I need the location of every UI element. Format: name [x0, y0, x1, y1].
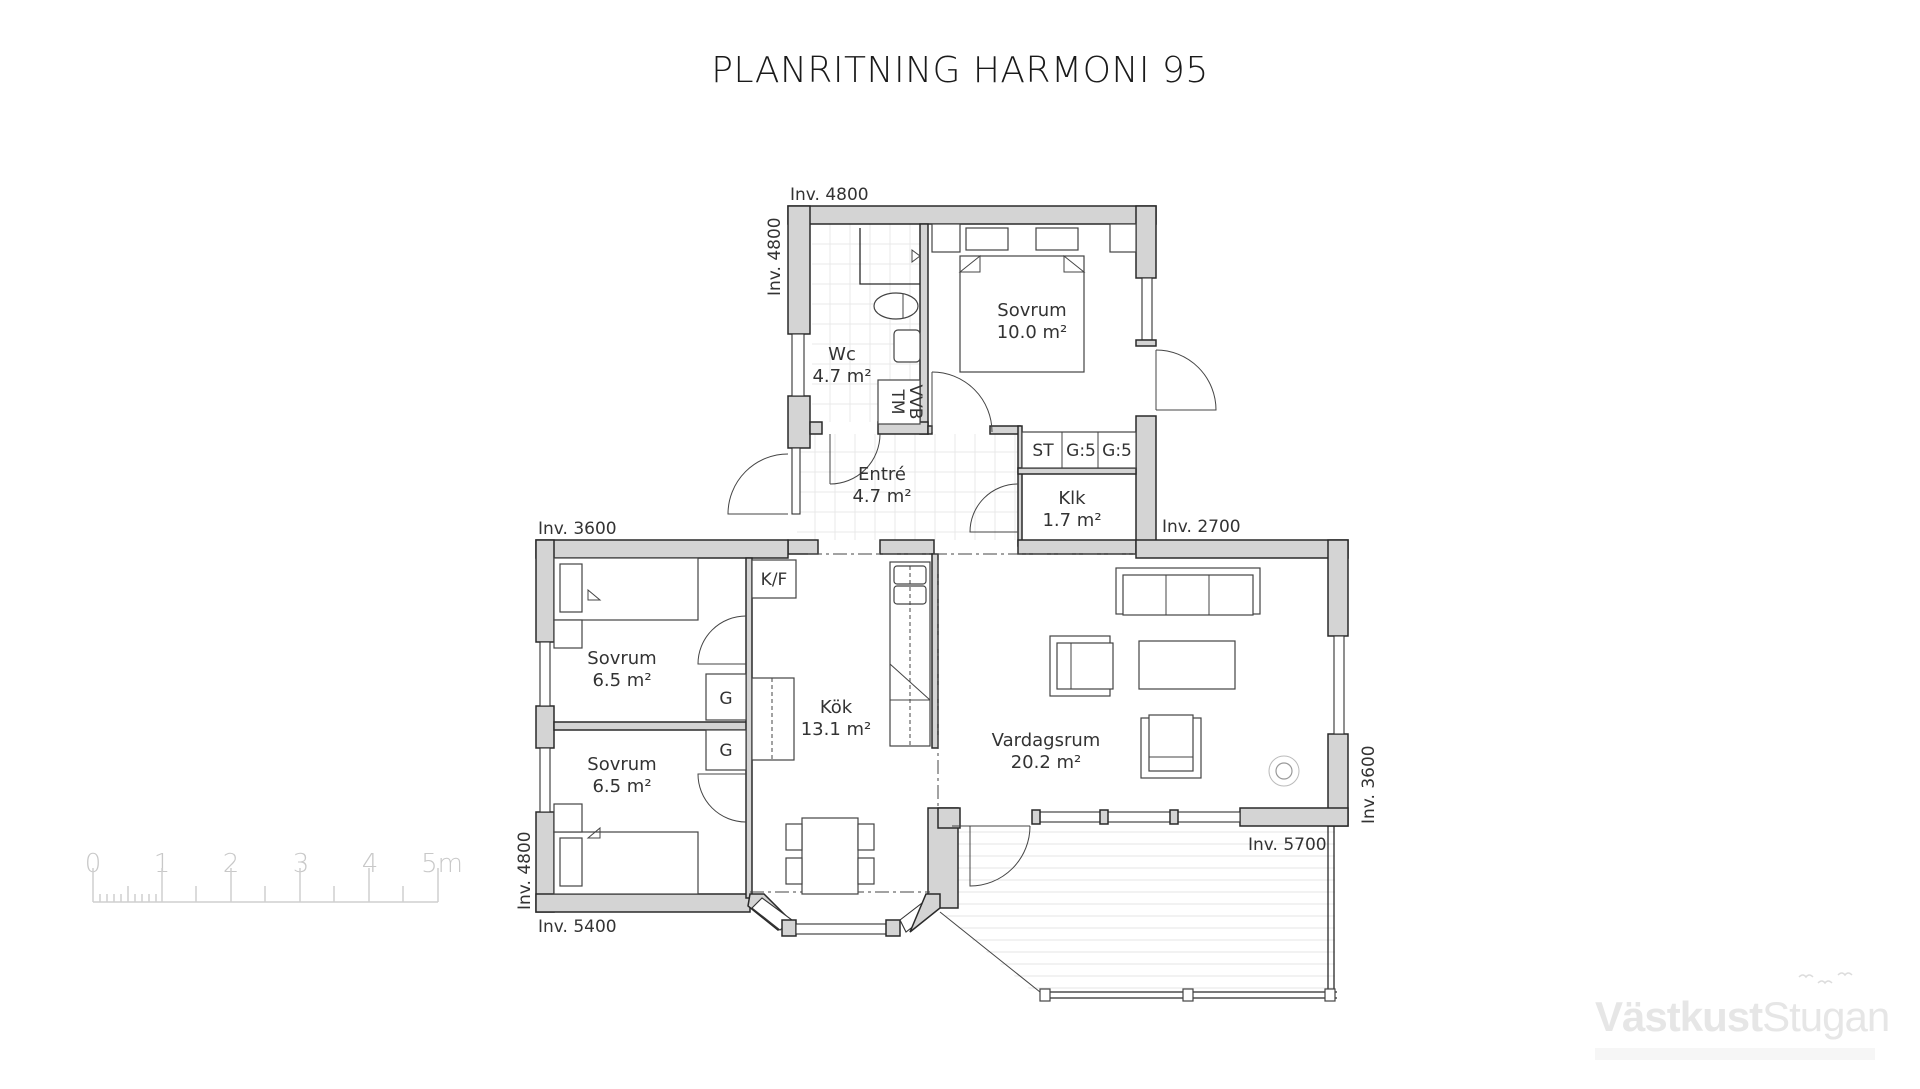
- svg-text:3: 3: [293, 849, 310, 879]
- doors: [697, 349, 1217, 887]
- label-vvb: VVB: [905, 385, 925, 420]
- room-vardagsrum-name: Vardagsrum: [992, 730, 1101, 751]
- wc-fixtures: [859, 228, 921, 425]
- scale-bar: 0 1 2 3 4 5m: [85, 849, 463, 903]
- windows: [539, 277, 1345, 825]
- svg-text:5m: 5m: [421, 849, 463, 879]
- bedroom-large-furniture: [931, 223, 1137, 373]
- svg-text:4: 4: [362, 849, 379, 879]
- room-sovrum-main-area: 10.0 m²: [997, 322, 1068, 343]
- room-sovrum-1-name: Sovrum: [587, 648, 656, 669]
- logo-underline: [1595, 1048, 1875, 1060]
- label-g1: G: [719, 689, 732, 709]
- label-g5a: G:5: [1066, 441, 1096, 461]
- label-tm: TM: [887, 388, 907, 414]
- kitchen-fixtures: [751, 559, 931, 895]
- logo-birds-icon: [1798, 972, 1853, 985]
- dim-top-wc: Inv. 4800: [790, 185, 869, 205]
- room-kok-area: 13.1 m²: [801, 719, 872, 740]
- dim-west-top: Inv. 3600: [538, 519, 617, 539]
- page-title: PLANRITNING HARMONI 95: [711, 50, 1209, 91]
- vastkuststugan-logo: VästkustStugan: [1595, 993, 1890, 1040]
- room-klk-name: Klk: [1058, 488, 1086, 509]
- svg-text:2: 2: [223, 849, 240, 879]
- label-g2: G: [719, 741, 732, 761]
- dim-east-top: Inv. 2700: [1162, 517, 1241, 537]
- room-sovrum-2-name: Sovrum: [587, 754, 656, 775]
- entre-tile-grid: [797, 434, 1019, 540]
- svg-text:1: 1: [154, 849, 171, 879]
- label-kf: K/F: [761, 570, 788, 590]
- room-sovrum-main-name: Sovrum: [997, 300, 1066, 321]
- dim-west-bottom: Inv. 5400: [538, 917, 617, 937]
- room-labels: Wc 4.7 m² Sovrum 10.0 m² Entré 4.7 m² Kl…: [587, 300, 1101, 797]
- room-vardagsrum-area: 20.2 m²: [1011, 752, 1082, 773]
- dim-east-right: Inv. 3600: [1359, 745, 1379, 824]
- dim-west-left: Inv. 4800: [515, 831, 535, 910]
- room-wc-area: 4.7 m²: [812, 366, 871, 387]
- storage-row: [1021, 431, 1137, 469]
- room-kok-name: Kök: [820, 697, 853, 718]
- terrace-deck: [939, 826, 1337, 1002]
- dimension-labels: Inv. 4800 Inv. 4800 Inv. 3600 Inv. 2700 …: [515, 185, 1379, 937]
- svg-text:0: 0: [85, 849, 102, 879]
- label-st: ST: [1032, 441, 1054, 461]
- small-bedroom-furniture: [553, 557, 747, 895]
- dim-terrace-bottom: Inv. 5700: [1248, 835, 1327, 855]
- dim-left-wc: Inv. 4800: [765, 217, 785, 296]
- label-g5b: G:5: [1102, 441, 1132, 461]
- room-sovrum-1-area: 6.5 m²: [592, 670, 651, 691]
- fixture-labels: VVB TM ST G:5 G:5 K/F G G: [719, 385, 1131, 761]
- room-sovrum-2-area: 6.5 m²: [592, 776, 651, 797]
- living-room-furniture: [1049, 567, 1300, 787]
- bay-window: [747, 891, 941, 937]
- walls: [535, 205, 1349, 913]
- room-entre-name: Entré: [858, 464, 906, 485]
- room-klk-area: 1.7 m²: [1042, 510, 1101, 531]
- room-wc-name: Wc: [828, 344, 856, 365]
- room-entre-area: 4.7 m²: [852, 486, 911, 507]
